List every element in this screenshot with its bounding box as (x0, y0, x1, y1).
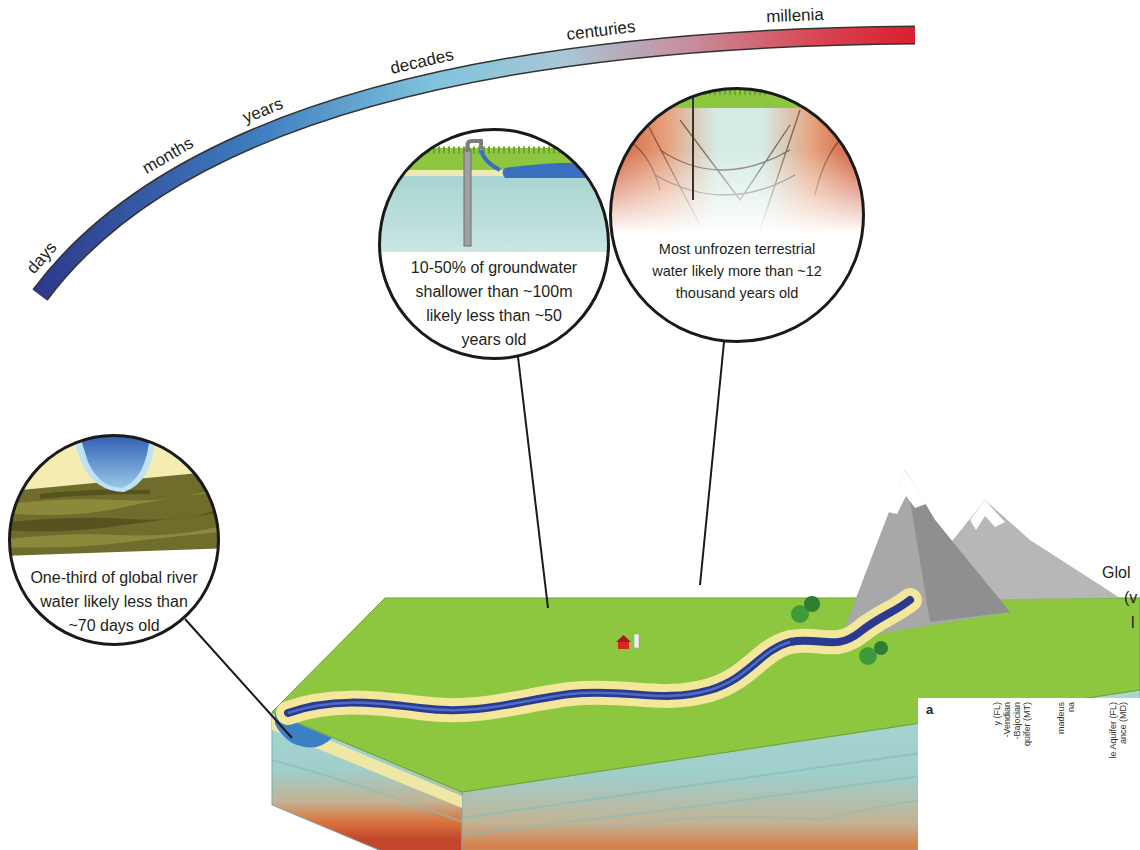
leader-line (185, 619, 292, 738)
house-roof (616, 635, 631, 642)
sediment-stripe (40, 490, 150, 500)
river (288, 600, 910, 713)
trees (791, 596, 888, 665)
river-section-picture (0, 430, 230, 556)
circle-border (10, 436, 219, 645)
inset-label: na (1066, 702, 1076, 782)
snow-cap (888, 470, 926, 514)
inset-label: quifer (MT) (1022, 702, 1032, 782)
callout-text-box: 10-50% of groundwater shallower than ~10… (408, 256, 580, 352)
water-jet (481, 150, 500, 170)
circle-ground (378, 128, 610, 360)
river-bank (288, 600, 910, 713)
callout-text: One-third of global river water likely l… (28, 566, 200, 638)
well-spout (468, 141, 482, 152)
grass-blades (378, 147, 610, 154)
deep-aquifer-picture (609, 86, 865, 250)
fade (609, 150, 865, 250)
circle-border (611, 89, 864, 342)
inset-label: madeus (1056, 702, 1066, 782)
circle-ground (609, 87, 865, 343)
text-label: l (1131, 613, 1135, 632)
inset-label: -Vendian (1002, 702, 1012, 782)
circle-outline (378, 128, 610, 360)
house (616, 634, 639, 649)
well-picture (378, 141, 612, 252)
inset-label: -Bajocian (1012, 702, 1022, 782)
circle-outline (609, 87, 865, 343)
text-label: (v (1124, 588, 1137, 607)
leader-lines (185, 342, 724, 738)
callout-circle: Most unfrozen terrestrial water likely m… (609, 87, 865, 343)
sediment-stripe (0, 505, 230, 531)
tree (874, 641, 888, 655)
circle-outline (8, 434, 220, 646)
wrap-spacer (805, 282, 827, 342)
time-label: millenia (766, 5, 824, 27)
well-pipe (464, 150, 471, 246)
inset-panel (918, 698, 1140, 850)
callout-text-box: Most unfrozen terrestrial water likely m… (647, 238, 827, 342)
inset-label: ance (MD) (1118, 702, 1128, 782)
leader-line (518, 357, 548, 608)
pond (503, 163, 613, 178)
groundwater (378, 176, 610, 252)
snow-cap (970, 500, 1005, 530)
house-wall (618, 641, 629, 649)
leader-line (700, 342, 724, 585)
wrap-spacer (647, 282, 669, 342)
callout-text: 10-50% of groundwater shallower than ~10… (408, 256, 580, 352)
tree (804, 596, 820, 612)
callout-text: Most unfrozen terrestrial water likely m… (652, 241, 822, 301)
callout-text-box: One-third of global river water likely l… (28, 566, 200, 638)
circle-border (380, 130, 609, 359)
silo (634, 634, 639, 648)
well-line (692, 96, 694, 200)
callout-circle: 10-50% of groundwater shallower than ~10… (378, 128, 610, 360)
inset-label: le Aquifer (FL) (1108, 702, 1118, 782)
text-label: a (926, 702, 933, 718)
text-label: Glol (1102, 563, 1130, 582)
sediment-stripe (0, 524, 230, 548)
callout-circle: One-third of global river water likely l… (8, 434, 220, 646)
river-highlight (288, 642, 790, 713)
inset-label: y (FL) (992, 702, 1002, 782)
